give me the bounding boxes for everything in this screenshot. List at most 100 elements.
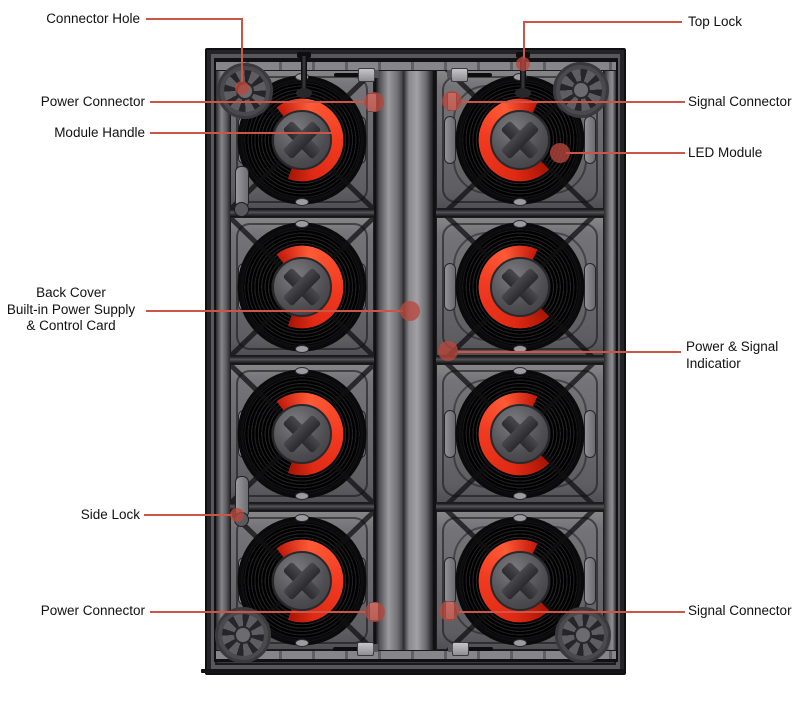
fan-hub — [490, 403, 550, 464]
screw — [513, 367, 527, 375]
callout-label-top-lock: Top Lock — [688, 14, 743, 29]
callout-label-power-signal-indication: Power & Signal Indicatior — [686, 339, 778, 372]
fan-hub — [490, 256, 550, 317]
pin-shaft — [520, 56, 526, 92]
side-lock-graphic — [233, 166, 249, 218]
cable-plug — [358, 68, 375, 82]
indicator-dot — [550, 143, 570, 163]
cable-tip — [373, 644, 378, 652]
pin-base — [296, 88, 312, 98]
led-module-graphic — [230, 217, 374, 356]
leader-line — [150, 132, 332, 134]
led-module-graphic — [436, 70, 604, 209]
side-plate-left — [444, 556, 456, 605]
screw — [513, 639, 527, 647]
led-module-graphic — [230, 364, 374, 503]
indicator-dot — [364, 92, 384, 112]
signal-cable — [446, 66, 492, 82]
fan-hub — [272, 550, 332, 611]
cable-wire — [467, 647, 493, 651]
cabinet-bottom-lip — [201, 669, 625, 673]
callout-label-signal-connector-bottom: Signal Connector — [688, 603, 792, 618]
leader-line — [146, 310, 403, 312]
bottom-rail — [216, 650, 616, 659]
leader-line — [523, 21, 525, 59]
row-separator — [436, 356, 604, 364]
leader-line — [241, 18, 243, 82]
indicator-dot — [230, 508, 244, 522]
power-cable — [334, 66, 380, 82]
cable-wire — [333, 647, 359, 651]
leader-line — [150, 611, 366, 613]
screw — [295, 367, 309, 375]
cable-wire — [466, 73, 492, 77]
indicator-dot — [442, 91, 462, 111]
pin-knob — [297, 52, 311, 58]
callout-label-side-lock: Side Lock — [80, 507, 140, 522]
connector-hole-graphic — [555, 607, 611, 663]
indicator-dot — [235, 81, 249, 95]
indicator-dot — [400, 301, 420, 321]
leader-line — [566, 152, 685, 154]
side-plate-right — [584, 115, 596, 164]
row-separator — [230, 503, 374, 511]
indicator-dot — [365, 602, 385, 622]
fan-hub — [272, 109, 332, 170]
side-plate-left — [444, 115, 456, 164]
power-signal-line2: Indicatior — [686, 355, 741, 371]
lock-pivot — [234, 202, 249, 217]
cabinet-left-wall — [216, 62, 230, 658]
screw — [295, 639, 309, 647]
top-lock-pin — [295, 52, 313, 98]
indicator-dot — [439, 601, 459, 621]
screw — [513, 492, 527, 500]
callout-label-led-module: LED Module — [688, 145, 763, 160]
led-module-graphic — [436, 511, 604, 650]
top-rail — [216, 62, 616, 71]
cable-plug — [357, 642, 374, 656]
leader-line — [146, 18, 243, 20]
side-plate-left — [444, 409, 456, 458]
cable-tip — [448, 644, 453, 652]
cable-plug — [451, 68, 468, 82]
screw — [295, 514, 309, 522]
callout-label-connector-hole: Connector Hole — [46, 11, 140, 26]
row-separator — [230, 209, 374, 217]
leader-line — [458, 351, 681, 353]
back-cover-line1: Back Cover — [36, 285, 106, 300]
side-plate-left — [444, 262, 456, 311]
screw — [295, 220, 309, 228]
fan-hub — [490, 550, 550, 611]
leader-line — [150, 101, 366, 103]
back-cover-line2: Built-in Power Supply — [6, 301, 136, 317]
callout-label-module-handle: Module Handle — [54, 125, 145, 140]
connector-hole-graphic — [215, 607, 271, 663]
leader-line — [144, 514, 232, 516]
row-separator — [436, 503, 604, 511]
power-signal-line1: Power & Signal — [686, 339, 779, 354]
back-cover-center-bar — [376, 62, 433, 658]
callout-label-power-connector-bottom: Power Connector — [40, 603, 145, 618]
screw — [295, 198, 309, 206]
cable-plug — [452, 642, 469, 656]
row-separator — [436, 209, 604, 217]
cable-tip — [374, 70, 379, 78]
fan-hub — [272, 403, 332, 464]
screw — [513, 514, 527, 522]
cable-tip — [447, 70, 452, 78]
screw — [513, 220, 527, 228]
screw — [513, 198, 527, 206]
callout-label-back-cover: Back Cover Built-in Power Supply & Contr… — [0, 285, 142, 335]
pin-base — [515, 88, 531, 98]
cable-wire — [334, 73, 360, 77]
led-module-graphic — [436, 364, 604, 503]
cabinet-right-wall — [604, 62, 616, 658]
signal-cable — [447, 640, 493, 656]
connector-hole-graphic — [553, 62, 609, 118]
screw — [295, 492, 309, 500]
power-cable — [333, 640, 379, 656]
screw — [295, 345, 309, 353]
leader-line — [462, 101, 685, 103]
callout-label-power-connector-top: Power Connector — [40, 94, 145, 109]
